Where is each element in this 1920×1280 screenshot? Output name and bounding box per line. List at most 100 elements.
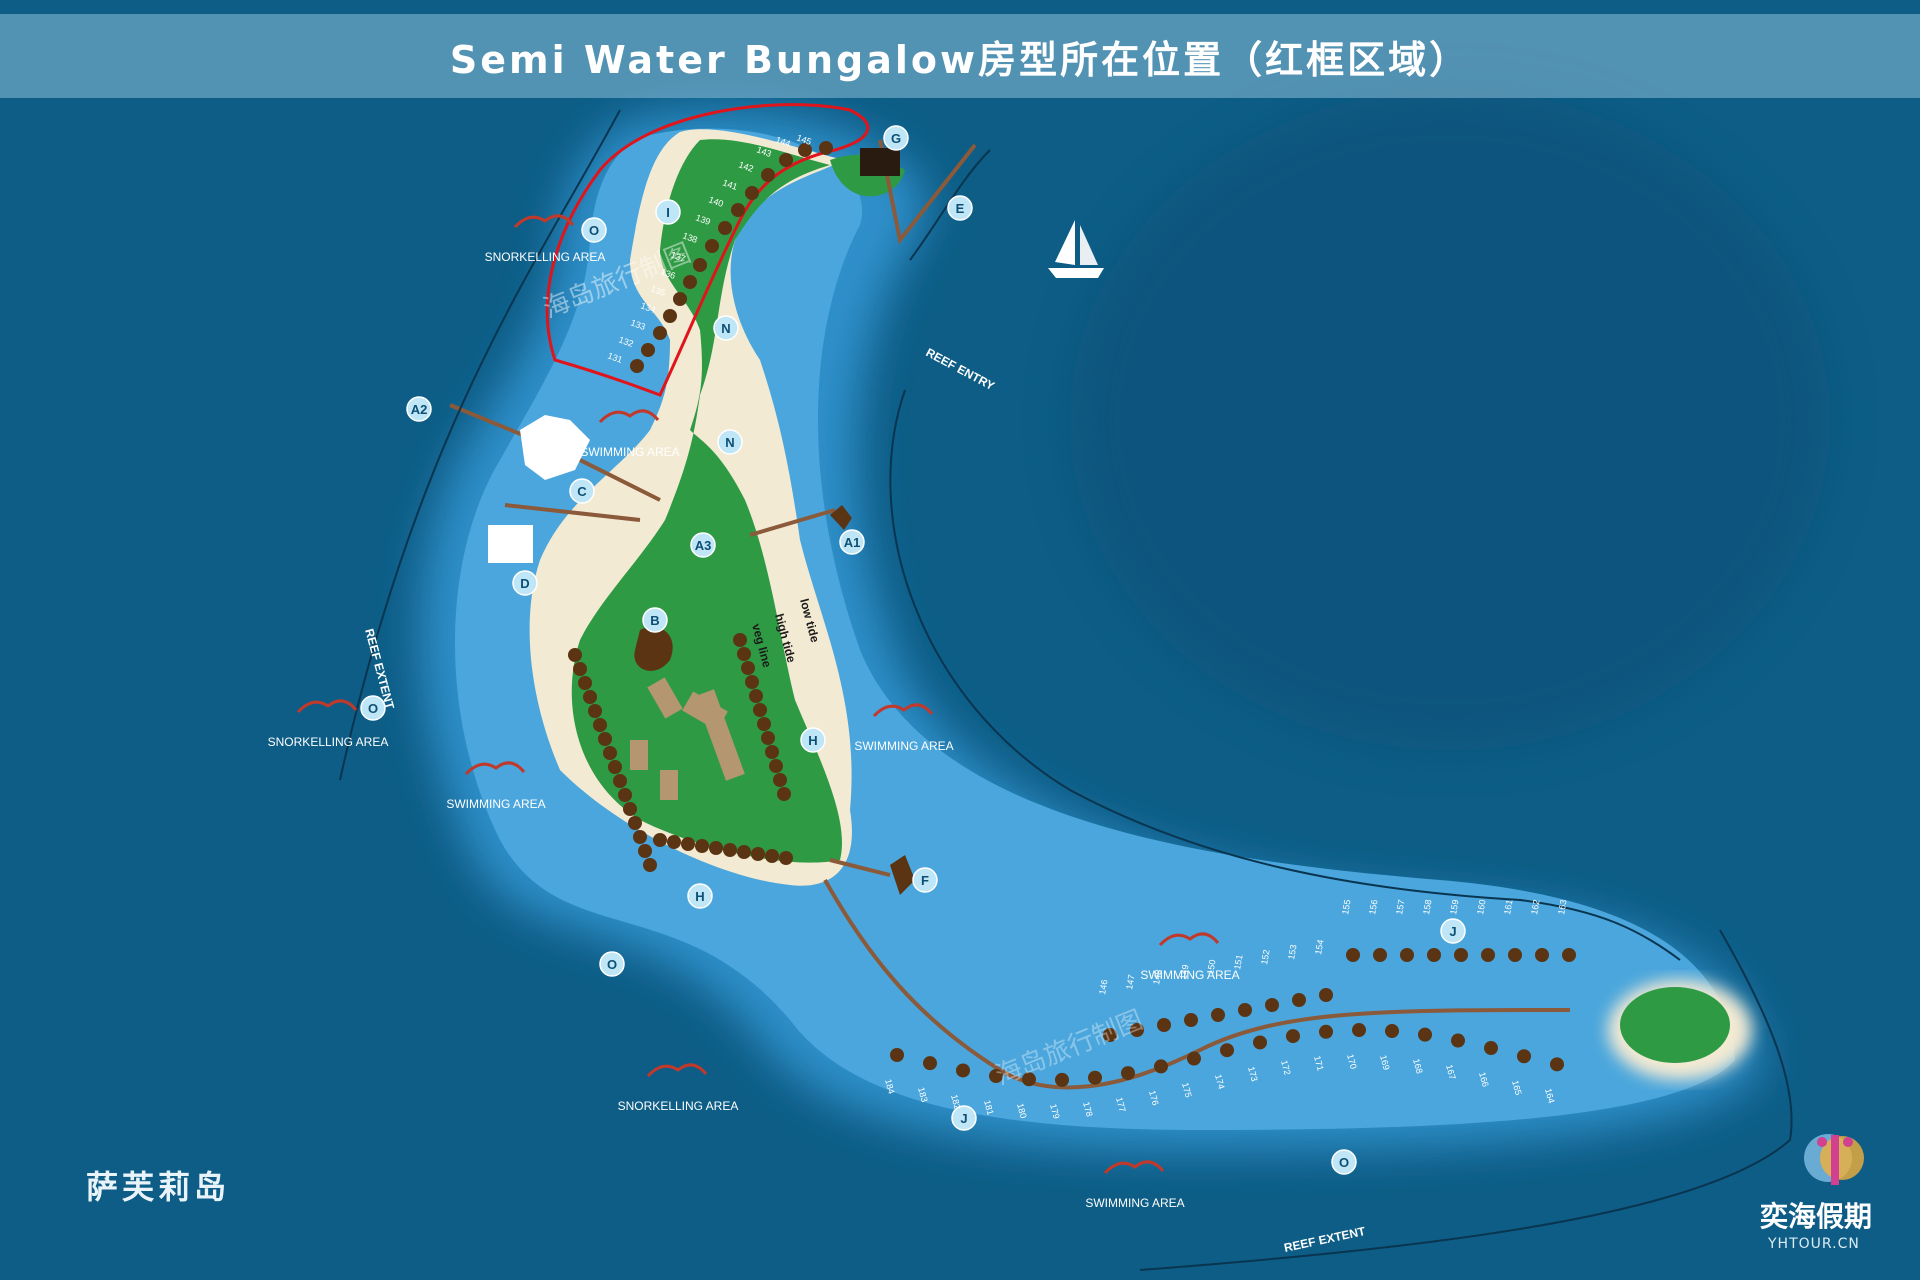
villa-number: 168 (1411, 1058, 1425, 1075)
villa-number: 161 (1502, 899, 1514, 916)
villa (779, 851, 793, 865)
villa-number: 166 (1477, 1071, 1491, 1088)
deep-water (1070, 90, 1830, 750)
villa (1346, 948, 1360, 962)
villa (618, 788, 632, 802)
villa (598, 732, 612, 746)
villa (1238, 1003, 1252, 1017)
over-water-building (520, 415, 590, 480)
over-water-building (488, 525, 533, 563)
villa-number: 181 (982, 1099, 996, 1116)
villa (1220, 1043, 1234, 1058)
villa (695, 839, 709, 853)
villa (737, 845, 751, 859)
villa (1562, 948, 1576, 962)
villa (608, 760, 622, 774)
villa-number: 157 (1394, 899, 1406, 916)
villa (1187, 1051, 1201, 1066)
villa-number: 162 (1529, 899, 1541, 916)
villa (683, 275, 697, 289)
area-text: SWIMMING AREA (1085, 1196, 1184, 1210)
building (695, 689, 745, 781)
location-marker: D (512, 570, 538, 596)
villa (798, 143, 812, 157)
marker-label: N (725, 435, 734, 450)
marker-label: B (650, 613, 659, 628)
villa-number: 182 (949, 1093, 963, 1110)
villa (573, 662, 587, 676)
villa (723, 843, 737, 857)
marker-label: O (1339, 1155, 1349, 1170)
villa (1211, 1008, 1225, 1022)
east-island (1620, 987, 1730, 1063)
villa-number: 136 (659, 266, 677, 281)
villa (603, 746, 617, 760)
reef-lines (339, 109, 1793, 1271)
villa-number: 141 (721, 177, 739, 192)
marker-label: J (960, 1111, 967, 1126)
location-marker: O (599, 951, 625, 977)
villa (1427, 948, 1441, 962)
villa-number: 176 (1147, 1089, 1161, 1106)
area-text: SNORKELLING AREA (485, 250, 606, 264)
villa (779, 153, 793, 167)
location-marker: A3 (690, 532, 716, 558)
marker-label: O (368, 701, 378, 716)
marker-label: F (921, 873, 929, 888)
villa (667, 835, 681, 849)
marker-label: I (666, 205, 670, 220)
marker-label: N (721, 321, 730, 336)
area-label: SNORKELLING AREA (268, 699, 388, 749)
villa-number: 155 (1340, 899, 1352, 916)
brand-logo (1804, 1134, 1864, 1185)
villa-number: 179 (1048, 1103, 1062, 1120)
villa (638, 844, 652, 858)
location-marker: O (1331, 1149, 1357, 1175)
villa (1550, 1057, 1564, 1072)
villa (923, 1056, 937, 1071)
area-label: SNORKELLING AREA (618, 1063, 738, 1113)
villa (593, 718, 607, 732)
villa (588, 704, 602, 718)
location-marker: N (713, 315, 739, 341)
villa-number: 173 (1246, 1065, 1260, 1082)
villa-number: 154 (1313, 939, 1325, 956)
villa-number: 171 (1312, 1055, 1326, 1072)
villa-number: 133 (629, 317, 647, 332)
marker-label: A3 (695, 538, 712, 553)
villa-number: 170 (1345, 1053, 1359, 1070)
villa-number: 139 (694, 212, 712, 227)
villa (1319, 1024, 1333, 1039)
villa-number: 153 (1286, 944, 1298, 961)
villa-number: 160 (1475, 899, 1487, 916)
villa-number: 144 (774, 134, 792, 149)
area-label: SWIMMING AREA (446, 761, 546, 811)
villa-number: 145 (795, 132, 813, 147)
villa (583, 690, 597, 704)
area-label: SWIMMING AREA (1085, 1160, 1185, 1210)
villa (761, 731, 775, 745)
villa-number: 152 (1259, 949, 1271, 966)
location-marker: G (883, 125, 909, 151)
area-label: SNORKELLING AREA (485, 214, 606, 264)
villa (749, 689, 763, 703)
brand-name: 奕海假期 (1760, 1200, 1873, 1233)
villa (753, 703, 767, 717)
jetty-villas (890, 948, 1576, 1087)
villa (731, 203, 745, 217)
villa (1481, 948, 1495, 962)
location-marker: H (687, 883, 713, 909)
area-text: SWIMMING AREA (446, 797, 545, 811)
villa (1265, 998, 1279, 1012)
villa-number: 183 (916, 1086, 930, 1103)
dock-house (860, 148, 900, 176)
villa (718, 221, 732, 235)
villa (1517, 1049, 1531, 1064)
location-marker: O (581, 217, 607, 243)
villa-numbers: 1311321331341351361371381391401411421431… (606, 132, 1568, 1119)
highlight-frame (545, 103, 870, 397)
area-text: SWIMMING AREA (580, 445, 679, 459)
villa-number: 156 (1367, 899, 1379, 916)
page-title: Semi Water Bungalow房型所在位置（红框区域） (449, 37, 1471, 82)
